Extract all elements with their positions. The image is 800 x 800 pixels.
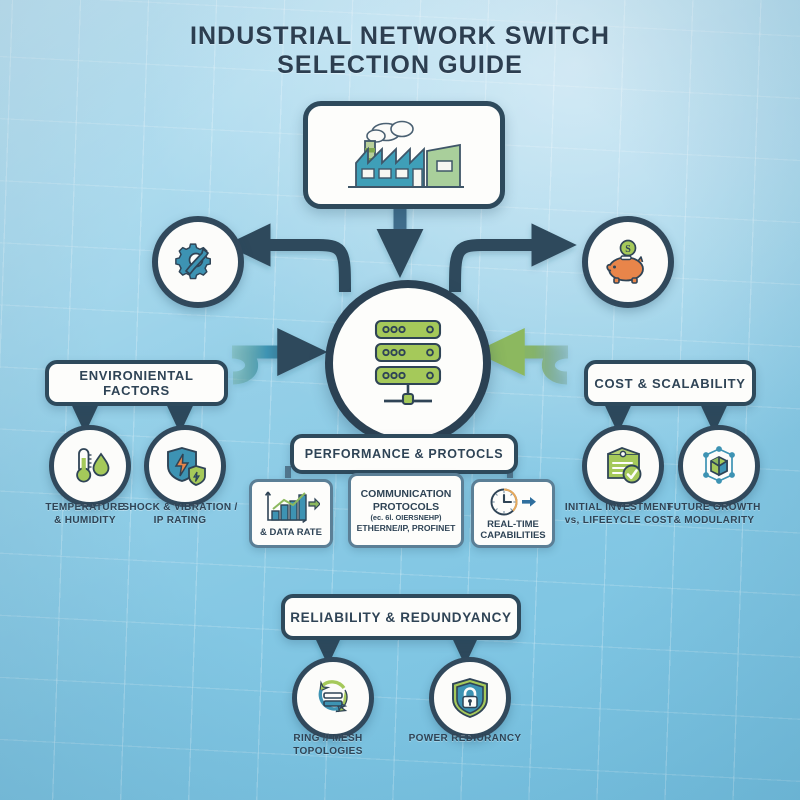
item-temperature-humidity[interactable] xyxy=(49,425,131,507)
banner-label: COST & SCALABILITY xyxy=(594,375,746,391)
network-switch-icon xyxy=(374,319,442,406)
caption-future-growth: FUTURE GROWTH & MODULARITY xyxy=(667,502,761,526)
price-tag-check-icon xyxy=(607,447,642,484)
svg-text:S: S xyxy=(625,244,631,255)
caption-initial-investment: INITIAL INVESTMENT vs, LIFEEYCLE COST xyxy=(564,502,674,526)
piggy-bank-icon: S xyxy=(606,239,644,284)
card-label: & DATA RATE xyxy=(260,526,322,538)
card-real-time[interactable]: REAL-TIME CAPABILITIES xyxy=(471,479,555,548)
caption-shock-vibration: SHOCK & VIBRATION / IP RATING xyxy=(122,502,238,526)
banner-label: ENVIRONIENTAL FACTORS xyxy=(79,368,194,398)
title-line-2: SELECTION GUIDE xyxy=(277,51,523,79)
shield-bolt-icon xyxy=(167,447,206,486)
ring-mesh-topology-icon xyxy=(318,680,348,713)
item-future-growth[interactable] xyxy=(678,425,760,507)
network-cube-icon xyxy=(703,446,735,484)
network-switch-hub[interactable] xyxy=(325,280,491,446)
banner-environmental-factors[interactable]: ENVIRONIENTAL FACTORS xyxy=(45,360,228,406)
factory-source-card[interactable] xyxy=(303,101,505,209)
item-shock-vibration[interactable] xyxy=(144,425,226,507)
clock-arrow-icon xyxy=(490,488,536,515)
banner-cost-scalability[interactable]: COST & SCALABILITY xyxy=(584,360,756,406)
banner-label: RELIABILITY & REDUNDYANCY xyxy=(290,609,512,625)
card-label-tertiary: ETHERNE/IP, PROFINET xyxy=(356,522,456,533)
shield-lock-icon xyxy=(452,678,488,719)
card-label: REAL-TIME CAPABILITIES xyxy=(480,518,546,541)
banner-label: PERFORMANCE & PROTOCLS xyxy=(304,447,504,461)
card-communication-protocols[interactable]: COMMUNICATION PROTOCOLS (ec. 6l. OIERSNE… xyxy=(348,473,464,548)
card-label-secondary: (ec. 6l. OIERSNEHP) xyxy=(370,513,442,522)
card-data-rate[interactable]: & DATA RATE xyxy=(249,479,333,548)
banner-reliability-redundancy[interactable]: RELIABILITY & REDUNDYANCY xyxy=(281,594,521,640)
page-title: INDUSTRIAL NETWORK SWITCH SELECTION GUID… xyxy=(0,22,800,80)
caption-power-redundancy: POWER REDIURANCY xyxy=(408,733,522,744)
banner-performance-protocols[interactable]: PERFORMANCE & PROTOCLS xyxy=(290,434,518,474)
caption-temperature-humidity: TEMPERATURE & HUMIDITY xyxy=(45,502,125,526)
item-power-redundancy[interactable] xyxy=(429,657,511,739)
budget-badge[interactable]: S xyxy=(582,216,674,308)
card-label-primary: COMMUNICATION PROTOCOLS xyxy=(360,488,452,513)
title-line-1: INDUSTRIAL NETWORK SWITCH xyxy=(189,22,611,50)
item-initial-investment[interactable] xyxy=(582,425,664,507)
factory-icon xyxy=(348,120,464,188)
caption-ring-mesh-topologies: RING // MESH TOPOLOGIES xyxy=(293,733,363,757)
bar-chart-growth-icon xyxy=(264,491,320,523)
thermometer-humidity-icon xyxy=(76,448,110,483)
technical-requirements-badge[interactable] xyxy=(152,216,244,308)
gear-wrench-icon xyxy=(175,243,211,280)
item-ring-mesh-topologies[interactable] xyxy=(292,657,374,739)
